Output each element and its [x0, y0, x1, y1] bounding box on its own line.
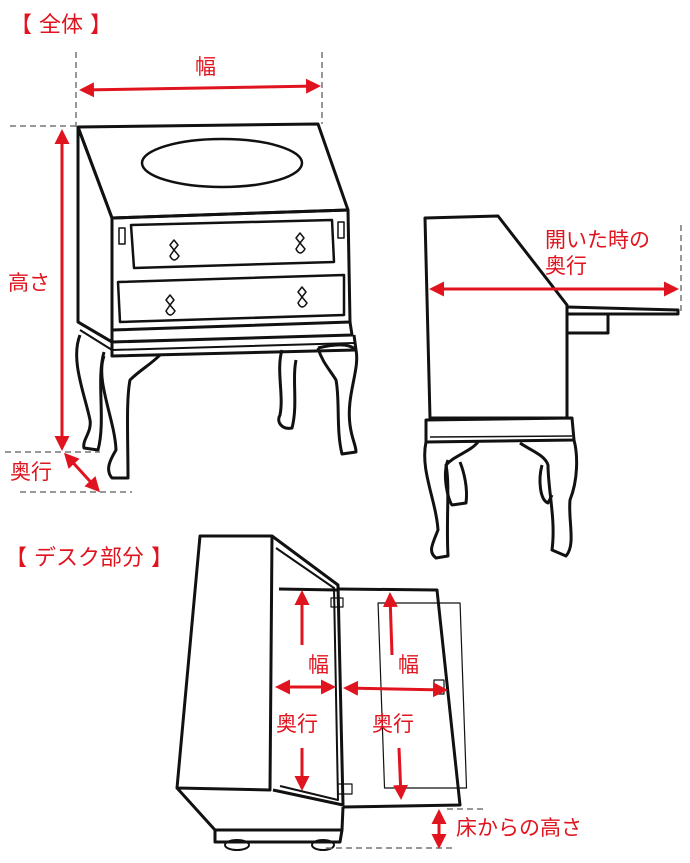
overall-depth-label: 奥行: [10, 460, 52, 484]
open-depth-label-line2: 奥行: [545, 254, 587, 278]
width-arrow: [79, 78, 321, 98]
desk-guides: [326, 808, 485, 849]
desk-open-drawing: [175, 534, 468, 851]
desk-arrows: [275, 590, 448, 849]
overall-arrows: [54, 78, 321, 493]
desk-right-width-label: 幅: [398, 653, 419, 677]
overall-width-label: 幅: [195, 55, 216, 79]
right-depth-arrow-down: [393, 747, 409, 800]
bureau-side-drawing: [423, 214, 680, 560]
desk-right-depth-label: 奥行: [372, 712, 414, 736]
floor-height-label: 床からの高さ: [456, 816, 582, 840]
section-title-overall: 【 全体 】: [10, 13, 112, 38]
right-width-arrow: [343, 680, 448, 698]
right-depth-arrow-up: [382, 592, 398, 656]
open-depth-label-line1: 開いた時の: [545, 228, 650, 252]
depth-arrow: [63, 452, 101, 493]
section-title-desk: 【 デスク部分 】: [5, 546, 173, 571]
desk-left-width-label: 幅: [308, 653, 329, 677]
overall-height-label: 高さ: [8, 271, 50, 295]
bureau-front-drawing: [75, 122, 359, 480]
desk-left-depth-label: 奥行: [276, 712, 318, 736]
overall-guides: [5, 52, 323, 493]
